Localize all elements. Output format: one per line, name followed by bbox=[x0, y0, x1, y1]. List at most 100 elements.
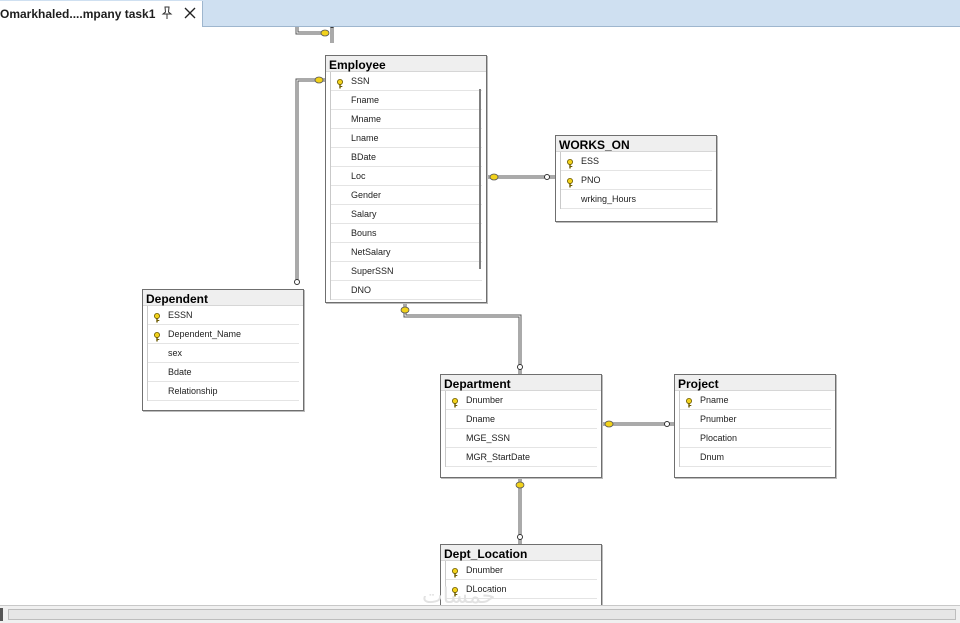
relationship-lines bbox=[294, 27, 674, 544]
column-row[interactable]: Bouns bbox=[331, 224, 482, 243]
column-name: Fname bbox=[351, 95, 380, 105]
many-endpoint-icon bbox=[517, 534, 523, 540]
column-name: DLocation bbox=[466, 584, 507, 594]
key-endpoint-icon bbox=[604, 420, 614, 428]
column-row[interactable]: Fname bbox=[331, 91, 482, 110]
relationship-line[interactable] bbox=[295, 78, 325, 282]
scrollbar-thumb[interactable] bbox=[8, 609, 956, 620]
document-tab[interactable]: Omarkhaled....mpany task1 bbox=[0, 1, 203, 27]
tab-title: Omarkhaled....mpany task1 bbox=[0, 7, 156, 21]
column-row[interactable]: wrking_Hours bbox=[561, 190, 712, 209]
many-endpoint-icon bbox=[664, 421, 670, 427]
key-icon bbox=[451, 585, 459, 597]
column-name: Mname bbox=[351, 114, 382, 124]
column-name: DNO bbox=[351, 285, 371, 295]
column-name: Bdate bbox=[168, 367, 192, 377]
column-name: SuperSSN bbox=[351, 266, 394, 276]
column-name: ESS bbox=[581, 156, 600, 166]
key-icon bbox=[685, 396, 693, 408]
many-endpoint-icon bbox=[517, 364, 523, 370]
column-row[interactable]: Dependent_Name bbox=[148, 325, 299, 344]
column-name: Dependent_Name bbox=[168, 329, 242, 339]
key-icon bbox=[566, 176, 574, 188]
column-name: MGE_SSN bbox=[466, 433, 511, 443]
column-name: NetSalary bbox=[351, 247, 391, 257]
column-row[interactable]: Dname bbox=[446, 410, 597, 429]
column-row[interactable]: DNO bbox=[331, 281, 482, 300]
key-icon bbox=[566, 157, 574, 169]
column-row[interactable]: SSN bbox=[331, 72, 482, 91]
relationship-line-core bbox=[296, 27, 325, 34]
column-name: sex bbox=[168, 348, 183, 358]
column-name: BDate bbox=[351, 152, 377, 162]
horizontal-scrollbar[interactable] bbox=[0, 605, 960, 623]
column-name: Pname bbox=[700, 395, 729, 405]
column-row[interactable]: Bdate bbox=[148, 363, 299, 382]
relationship-line-core bbox=[296, 79, 325, 282]
column-row[interactable]: PNO bbox=[561, 171, 712, 190]
column-name: Relationship bbox=[168, 386, 218, 396]
table-works-on[interactable]: WORKS_ON ESS PNO wrking_Hours bbox=[555, 135, 717, 222]
table-title: WORKS_ON bbox=[556, 136, 716, 152]
column-row[interactable]: Salary bbox=[331, 205, 482, 224]
column-row[interactable]: DLocation bbox=[446, 580, 597, 599]
relationship-line-core bbox=[404, 303, 521, 374]
key-icon bbox=[336, 77, 344, 89]
column-name: MGR_StartDate bbox=[466, 452, 531, 462]
column-name: Dnum bbox=[700, 452, 725, 462]
column-row[interactable]: Relationship bbox=[148, 382, 299, 401]
column-name: Dnumber bbox=[466, 565, 504, 575]
column-row[interactable]: ESS bbox=[561, 152, 712, 171]
column-row[interactable]: Pname bbox=[680, 391, 831, 410]
many-endpoint-icon bbox=[544, 174, 550, 180]
relationship-line[interactable] bbox=[403, 303, 522, 374]
column-row[interactable]: Pnumber bbox=[680, 410, 831, 429]
column-row[interactable]: Loc bbox=[331, 167, 482, 186]
key-endpoint-icon bbox=[515, 481, 525, 489]
key-icon bbox=[153, 330, 161, 342]
column-name: Plocation bbox=[700, 433, 738, 443]
column-name: Salary bbox=[351, 209, 377, 219]
table-title: Employee bbox=[326, 56, 486, 72]
column-name: SSN bbox=[351, 76, 370, 86]
column-name: Dname bbox=[466, 414, 496, 424]
column-name: Loc bbox=[351, 171, 366, 181]
column-row[interactable]: sex bbox=[148, 344, 299, 363]
column-row[interactable]: Plocation bbox=[680, 429, 831, 448]
table-title: Dept_Location bbox=[441, 545, 601, 561]
table-scrollbar[interactable] bbox=[479, 89, 481, 269]
column-row[interactable]: Lname bbox=[331, 129, 482, 148]
column-name: Lname bbox=[351, 133, 379, 143]
column-row[interactable]: Gender bbox=[331, 186, 482, 205]
key-endpoint-icon bbox=[489, 173, 499, 181]
column-row[interactable]: NetSalary bbox=[331, 243, 482, 262]
column-row[interactable]: MGR_StartDate bbox=[446, 448, 597, 467]
column-row[interactable]: Dnumber bbox=[446, 391, 597, 410]
column-row[interactable]: Dnum bbox=[680, 448, 831, 467]
pin-icon[interactable] bbox=[160, 5, 174, 21]
column-row[interactable]: BDate bbox=[331, 148, 482, 167]
many-endpoint-icon bbox=[294, 279, 300, 285]
column-row[interactable]: Mname bbox=[331, 110, 482, 129]
column-name: Dnumber bbox=[466, 395, 504, 405]
column-name: PNO bbox=[581, 175, 601, 185]
column-row[interactable]: SuperSSN bbox=[331, 262, 482, 281]
column-row[interactable]: Dnumber bbox=[446, 561, 597, 580]
scrollbar-left-edge bbox=[0, 608, 3, 621]
column-name: Gender bbox=[351, 190, 382, 200]
close-icon[interactable] bbox=[183, 5, 197, 21]
column-row[interactable]: MGE_SSN bbox=[446, 429, 597, 448]
column-name: ESSN bbox=[168, 310, 193, 320]
table-title: Department bbox=[441, 375, 601, 391]
column-row[interactable]: ESSN bbox=[148, 306, 299, 325]
column-name: wrking_Hours bbox=[581, 194, 637, 204]
